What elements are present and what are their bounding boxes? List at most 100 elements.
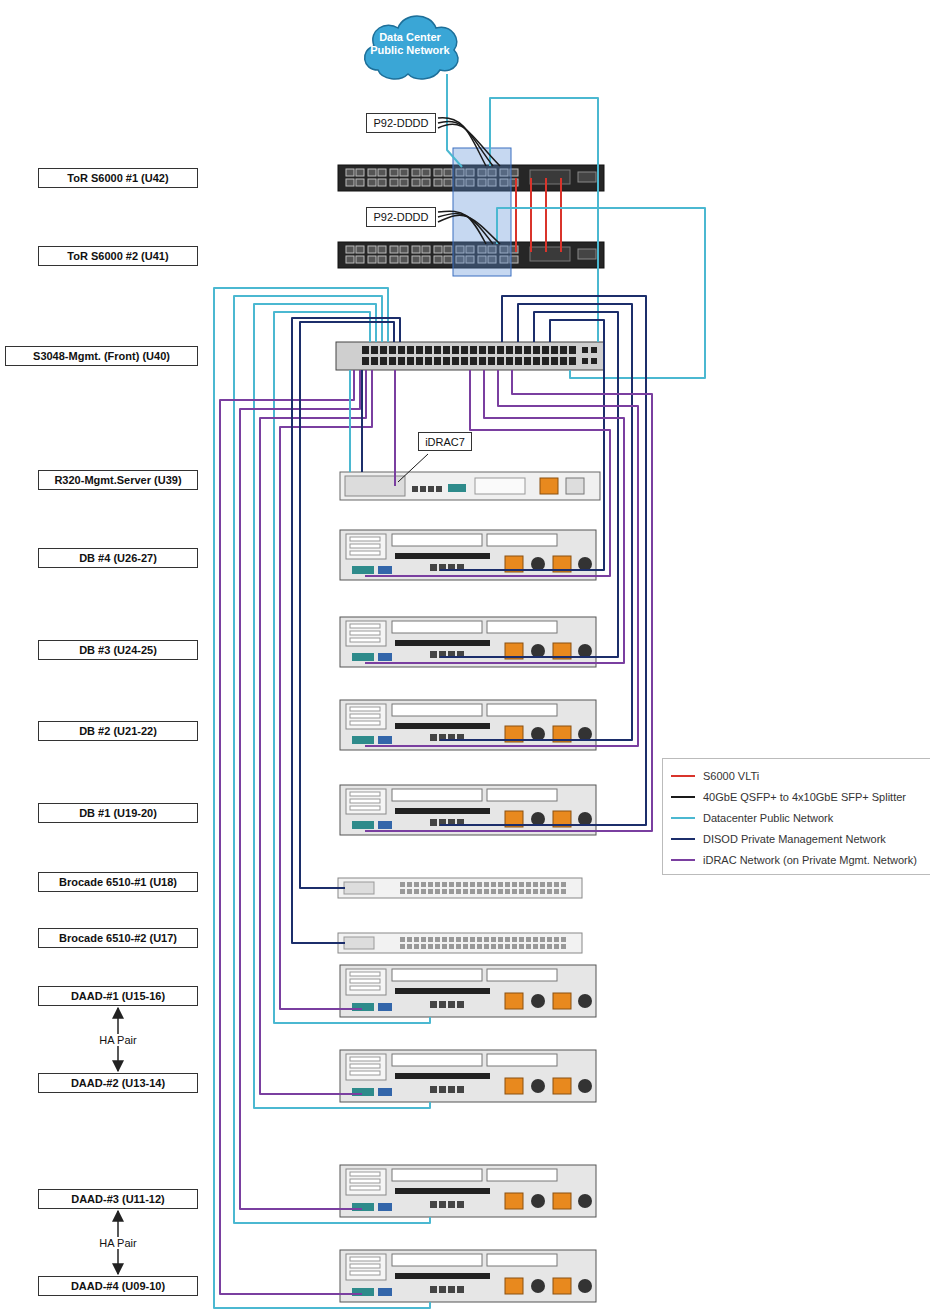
server-bar (395, 640, 490, 646)
switch-port (380, 346, 387, 354)
legend-line-sample (671, 855, 695, 865)
switch-port (443, 357, 450, 365)
serial-port (378, 566, 392, 574)
fc-port (470, 889, 475, 894)
legend-line-sample (671, 834, 695, 844)
switch-port (461, 357, 468, 365)
switch-port (346, 169, 354, 176)
callout-box: P92-DDDD (366, 113, 436, 133)
card-slot (350, 1057, 380, 1061)
switch-port (400, 246, 408, 253)
legend-text: 40GbE QSFP+ to 4x10GbE SFP+ Splitter (703, 791, 906, 803)
fc-port (519, 882, 524, 887)
switch-port (412, 256, 420, 263)
card-slot (350, 792, 380, 796)
uplink-port (582, 358, 588, 364)
fc-port (407, 889, 412, 894)
riser (487, 789, 557, 801)
nic-port (430, 1286, 437, 1293)
leader-line (398, 454, 428, 482)
riser (487, 1054, 557, 1066)
server-panel (346, 789, 386, 814)
label-text: ToR S6000 #1 (U42) (67, 172, 168, 184)
switch-port (422, 256, 430, 263)
psu (540, 478, 558, 494)
edge-label: HA Pair (97, 1034, 138, 1046)
fc-port (421, 937, 426, 942)
rack-label: DB #1 (U19-20) (38, 803, 198, 823)
vga-port (448, 484, 466, 492)
switch-port (524, 346, 531, 354)
switch-port (422, 179, 430, 186)
server-2u (340, 1050, 596, 1102)
switch-port (434, 346, 441, 354)
switch-port (378, 256, 386, 263)
riser (392, 1169, 482, 1181)
nic-port (448, 1201, 455, 1208)
nic-port (430, 651, 437, 658)
uplink-port (582, 347, 588, 353)
switch-port (452, 346, 459, 354)
switch-port (551, 357, 558, 365)
fc-port (512, 889, 517, 894)
switch-module (578, 249, 596, 259)
fc-port (400, 889, 405, 894)
cable (300, 322, 394, 888)
switch-port (368, 246, 376, 253)
fan (531, 812, 545, 826)
switch-port (362, 346, 369, 354)
mgmt-switch (336, 342, 604, 370)
cable (560, 178, 562, 252)
switch-port (368, 256, 376, 263)
uplink-port (591, 358, 597, 364)
rack-label: DB #4 (U26-27) (38, 548, 198, 568)
vga-port (352, 653, 374, 661)
riser (392, 534, 482, 546)
card-slot (350, 631, 380, 635)
switch-port (488, 357, 495, 365)
legend-text: DISOD Private Management Network (703, 833, 886, 845)
server-bar (395, 553, 490, 559)
cable (280, 370, 372, 1009)
switch-port (398, 357, 405, 365)
nic-port (457, 1201, 464, 1208)
card-slot (350, 1186, 380, 1190)
fc-port (477, 937, 482, 942)
fc-port (428, 889, 433, 894)
fc-port (505, 944, 510, 949)
fc-port (533, 889, 538, 894)
vga-port (352, 736, 374, 744)
fc-port (512, 937, 517, 942)
rack-label: Brocade 6510-#1 (U18) (38, 872, 198, 892)
legend-line-sample (671, 817, 695, 819)
switch-port (346, 246, 354, 253)
server-bar (395, 723, 490, 729)
cloud-shape: Data Center Public Network (356, 4, 464, 84)
rack-label: DB #3 (U24-25) (38, 640, 198, 660)
fc-port (421, 944, 426, 949)
fc-port (484, 944, 489, 949)
fan (578, 1079, 592, 1093)
switch-port (412, 246, 420, 253)
server-bar (395, 1073, 490, 1079)
fan (531, 1079, 545, 1093)
serial-port (378, 1288, 392, 1296)
card-slot (350, 551, 380, 555)
fc-port (470, 937, 475, 942)
nic-port (436, 486, 442, 492)
switch-port (407, 346, 414, 354)
riser (392, 704, 482, 716)
switch-port (362, 357, 369, 365)
legend-text: iDRAC Network (on Private Mgmt. Network) (703, 854, 917, 866)
uplink-port (591, 347, 597, 353)
fc-port (477, 889, 482, 894)
server-2u (340, 1250, 596, 1302)
nic-port (420, 486, 426, 492)
fc-port (435, 937, 440, 942)
fc-port (414, 944, 419, 949)
switch-port (461, 346, 468, 354)
rack-label: ToR S6000 #2 (U41) (38, 246, 198, 266)
riser (487, 1254, 557, 1266)
switch-port (425, 346, 432, 354)
card-slot (350, 624, 380, 628)
